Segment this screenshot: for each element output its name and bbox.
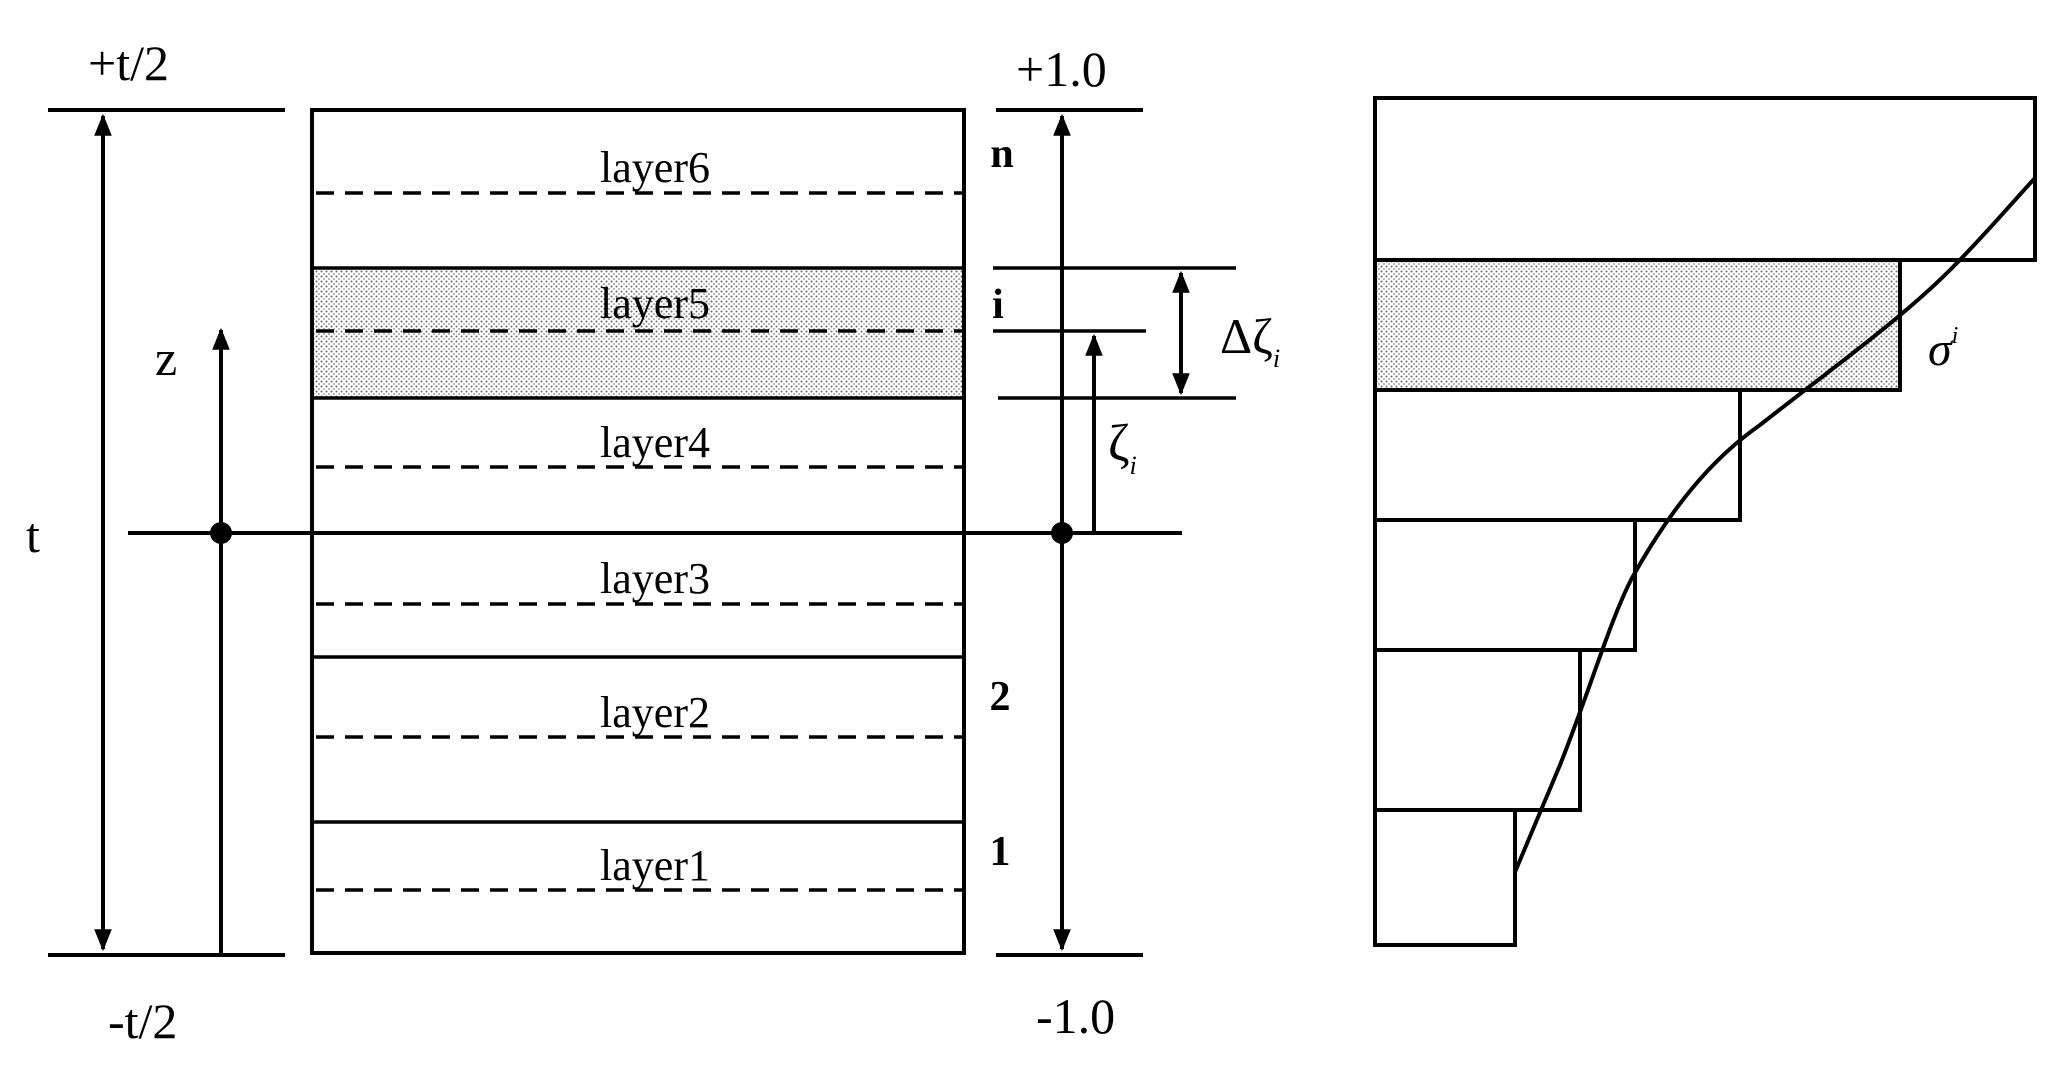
bottom-right-label: -1.0 bbox=[1036, 988, 1115, 1044]
layer2-label: layer2 bbox=[600, 688, 710, 737]
layer5-label: layer5 bbox=[600, 279, 710, 328]
zeta-label: ζi bbox=[1108, 415, 1137, 480]
top-right-label: +1.0 bbox=[1016, 41, 1107, 97]
sigma-label: σi bbox=[1928, 323, 1958, 376]
layer5-shading bbox=[312, 268, 964, 398]
bottom-left-label: -t/2 bbox=[108, 993, 177, 1049]
top-left-label: +t/2 bbox=[88, 35, 169, 91]
origin-dot-right bbox=[1051, 522, 1073, 544]
delta-zeta-label: Δζi bbox=[1220, 308, 1280, 373]
marker-2: 2 bbox=[990, 674, 1011, 720]
layer1-label: layer1 bbox=[600, 841, 710, 890]
stress-curve bbox=[1513, 176, 2037, 873]
stress-bar-shading bbox=[1375, 260, 1900, 390]
layer-markers: n i 2 1 bbox=[990, 131, 1014, 875]
stress-bar-1 bbox=[1373, 808, 1517, 947]
layer3-label: layer3 bbox=[600, 554, 710, 603]
thickness-label: t bbox=[26, 507, 40, 563]
stress-bar-6 bbox=[1373, 96, 2037, 262]
marker-i: i bbox=[992, 282, 1004, 328]
marker-1: 1 bbox=[990, 829, 1011, 875]
layer4-label: layer4 bbox=[600, 418, 710, 467]
z-axis-label: z bbox=[155, 330, 177, 386]
stress-bar-3 bbox=[1373, 518, 1637, 652]
layer6-label: layer6 bbox=[600, 143, 710, 192]
layer-midlines bbox=[316, 191, 964, 892]
origin-dot-left bbox=[210, 522, 232, 544]
stress-bar-4 bbox=[1373, 388, 1742, 522]
stress-distribution bbox=[1373, 96, 2037, 947]
layer-labels: layer6 layer5 layer4 layer3 layer2 layer… bbox=[600, 143, 710, 890]
marker-n: n bbox=[990, 131, 1013, 177]
